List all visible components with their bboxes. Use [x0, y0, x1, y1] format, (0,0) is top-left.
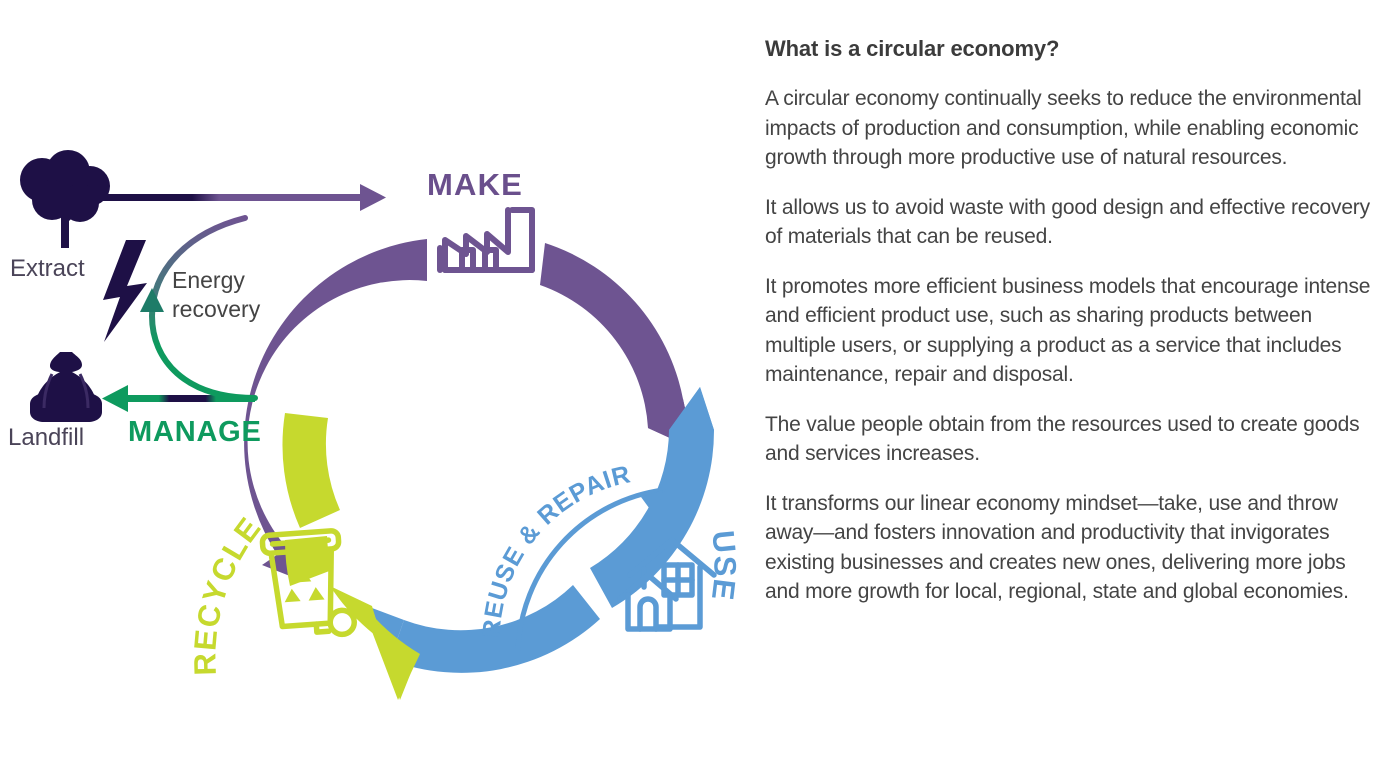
paragraph-1: A circular economy continually seeks to …: [765, 87, 1362, 170]
energy-recovery-arrow: [140, 215, 258, 401]
paragraph-3: It promotes more efficient business mode…: [765, 274, 1371, 387]
paragraph-4: The value people obtain from the resourc…: [765, 412, 1360, 466]
paragraph-2: It allows us to avoid waste with good de…: [765, 195, 1370, 249]
make-arc-left: [244, 239, 427, 578]
landfill-label: Landfill: [8, 424, 84, 451]
landfill-arrow: [102, 385, 255, 412]
lightning-bolt-icon: [103, 240, 147, 342]
recycle-arc-head: [360, 600, 420, 700]
diagram-svg: MAKE USE: [8, 150, 743, 700]
circular-economy-diagram: MAKE USE: [8, 150, 743, 700]
stage-arc-recycle: [282, 413, 420, 700]
energy-recovery-label-line1: Energy: [172, 267, 245, 293]
paragraph-5: It transforms our linear economy mindset…: [765, 491, 1349, 604]
waste-bag-icon: [30, 352, 102, 422]
stage-arc-make: [244, 239, 694, 578]
page-title: What is a circular economy?: [765, 36, 1060, 61]
use-arc-tail: [669, 387, 714, 430]
use-arc-lower: [390, 585, 600, 673]
recycling-bin-icon: [259, 528, 357, 638]
extract-label: Extract: [10, 255, 85, 282]
houses-icon: [617, 537, 717, 632]
recycle-arc-upper: [282, 413, 340, 528]
extract-arrow: [95, 184, 386, 211]
stage-label-make: MAKE: [427, 167, 523, 202]
manage-label: MANAGE: [128, 416, 262, 448]
factory-icon: [437, 207, 535, 273]
explainer-text-panel: What is a circular economy? A circular e…: [765, 36, 1373, 766]
energy-recovery-label-line2: recovery: [172, 296, 261, 322]
reuse-repair-arrow: [515, 487, 666, 653]
stage-label-recycle: RECYCLE: [187, 510, 268, 676]
make-arc-right: [540, 243, 694, 449]
use-arc-upper: [590, 387, 715, 608]
stage-label-use: USE: [705, 529, 743, 604]
